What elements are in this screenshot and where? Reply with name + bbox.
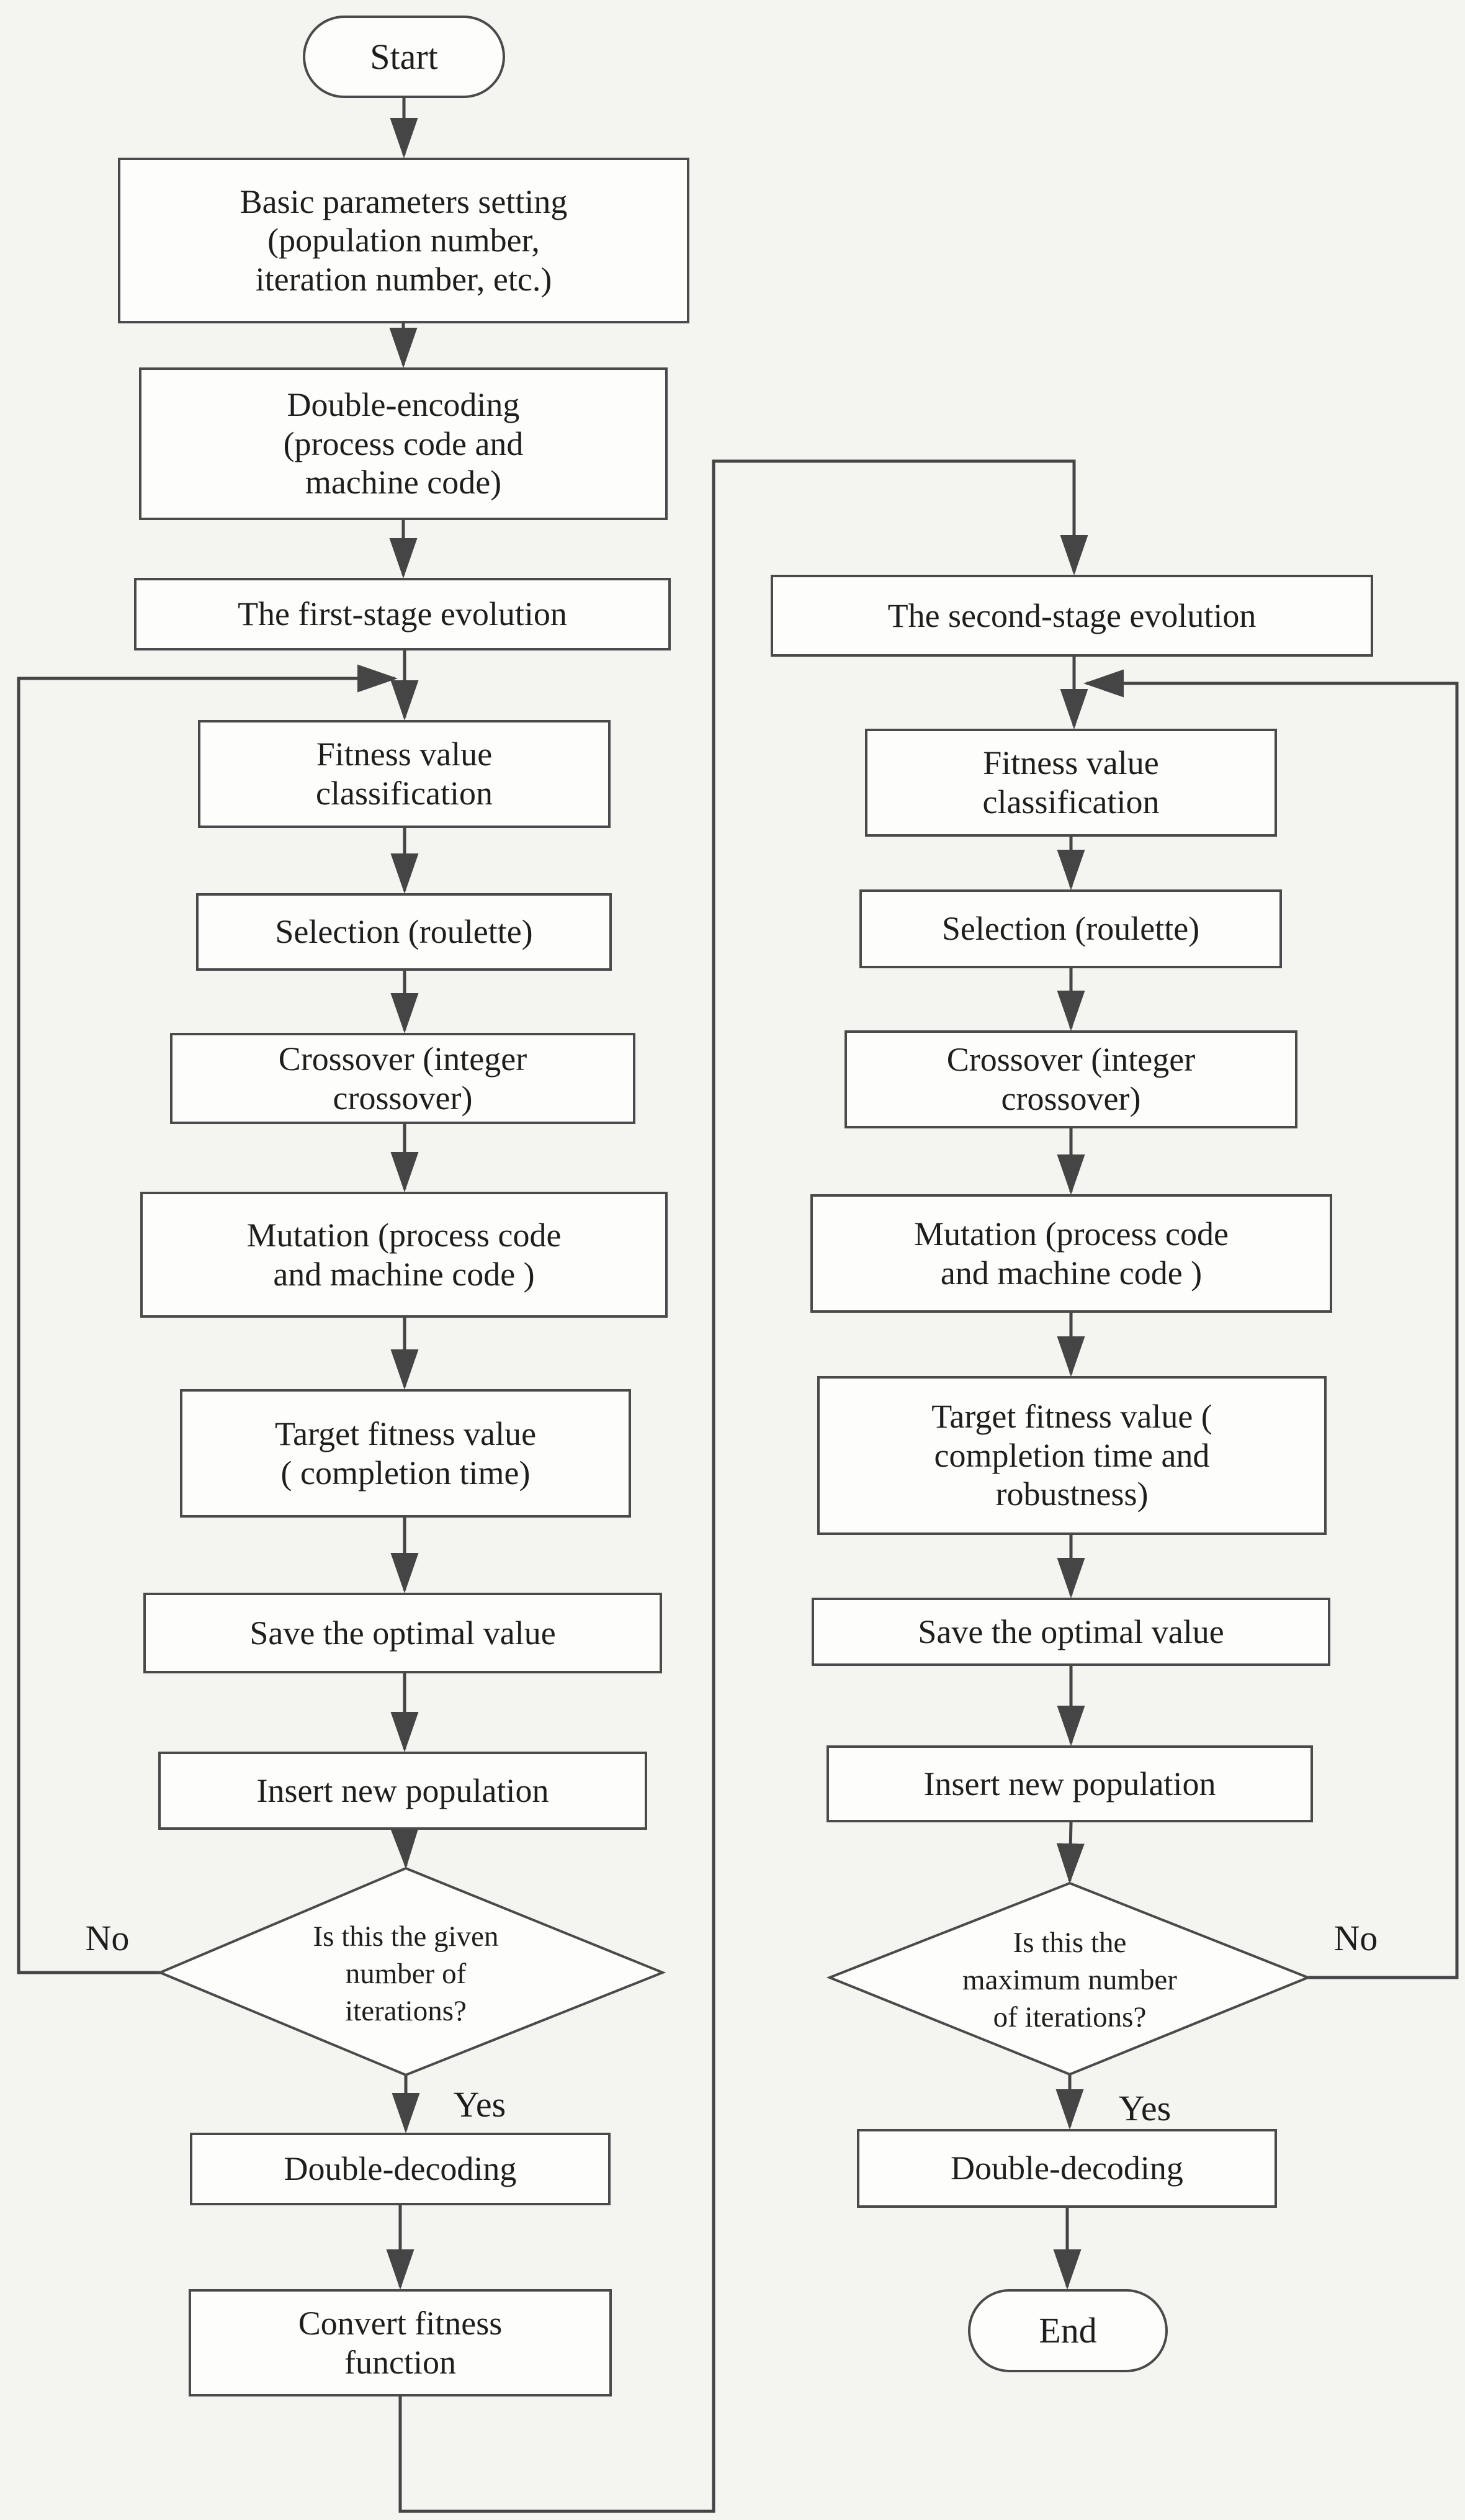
decision-diamond-2 bbox=[826, 1881, 1312, 2076]
node-fitness-classification-1: Fitness value classification bbox=[198, 720, 611, 828]
edge-convert-to-second-stage bbox=[398, 459, 1088, 2513]
node-target-fitness-1: Target fitness value ( completion time) bbox=[180, 1389, 631, 1518]
edge-label-no-2: No bbox=[1333, 1917, 1378, 1958]
node-basic-parameters: Basic parameters setting (population num… bbox=[118, 158, 689, 323]
edge-insert-2-to-decision-2 bbox=[1056, 1822, 1085, 1884]
node-selection-2: Selection (roulette) bbox=[859, 889, 1282, 968]
edge-label-yes-1: Yes bbox=[453, 2084, 506, 2125]
node-mutation-1: Mutation (process code and machine code … bbox=[140, 1192, 668, 1318]
node-end: End bbox=[968, 2289, 1168, 2372]
node-target-fitness-2: Target fitness value ( completion time a… bbox=[817, 1376, 1327, 1535]
node-insert-population-1: Insert new population bbox=[158, 1752, 647, 1830]
node-start: Start bbox=[303, 16, 505, 98]
node-crossover-2: Crossover (integer crossover) bbox=[845, 1030, 1297, 1128]
node-second-stage-evolution: The second-stage evolution bbox=[771, 575, 1373, 657]
node-save-optimal-2: Save the optimal value bbox=[812, 1598, 1330, 1666]
edge-label-no-1: No bbox=[85, 1917, 130, 1958]
edge-insert-1-to-decision-1 bbox=[390, 1828, 419, 1869]
decision-label-1: Is this the given number of iterations? bbox=[313, 1920, 499, 2028]
edge-decision-2-no-loop bbox=[1083, 669, 1459, 1979]
decision-label-2: Is this the maximum number of iterations… bbox=[962, 1926, 1177, 2034]
node-double-decoding-2: Double-decoding bbox=[857, 2129, 1277, 2208]
node-first-stage-evolution: The first-stage evolution bbox=[134, 578, 671, 650]
node-convert-fitness: Convert fitness function bbox=[189, 2289, 612, 2396]
node-crossover-1: Crossover (integer crossover) bbox=[170, 1033, 635, 1124]
node-fitness-classification-2: Fitness value classification bbox=[865, 729, 1277, 837]
node-mutation-2: Mutation (process code and machine code … bbox=[810, 1194, 1332, 1313]
decision-diamond-1 bbox=[156, 1866, 666, 2077]
node-insert-population-2: Insert new population bbox=[827, 1745, 1313, 1822]
edge-label-yes-2: Yes bbox=[1118, 2087, 1172, 2128]
edge-decision-1-no-loop bbox=[17, 664, 398, 1974]
node-save-optimal-1: Save the optimal value bbox=[143, 1593, 662, 1673]
node-double-decoding-1: Double-decoding bbox=[190, 2133, 611, 2205]
node-selection-1: Selection (roulette) bbox=[196, 893, 612, 971]
node-double-encoding: Double-encoding (process code and machin… bbox=[139, 367, 668, 520]
